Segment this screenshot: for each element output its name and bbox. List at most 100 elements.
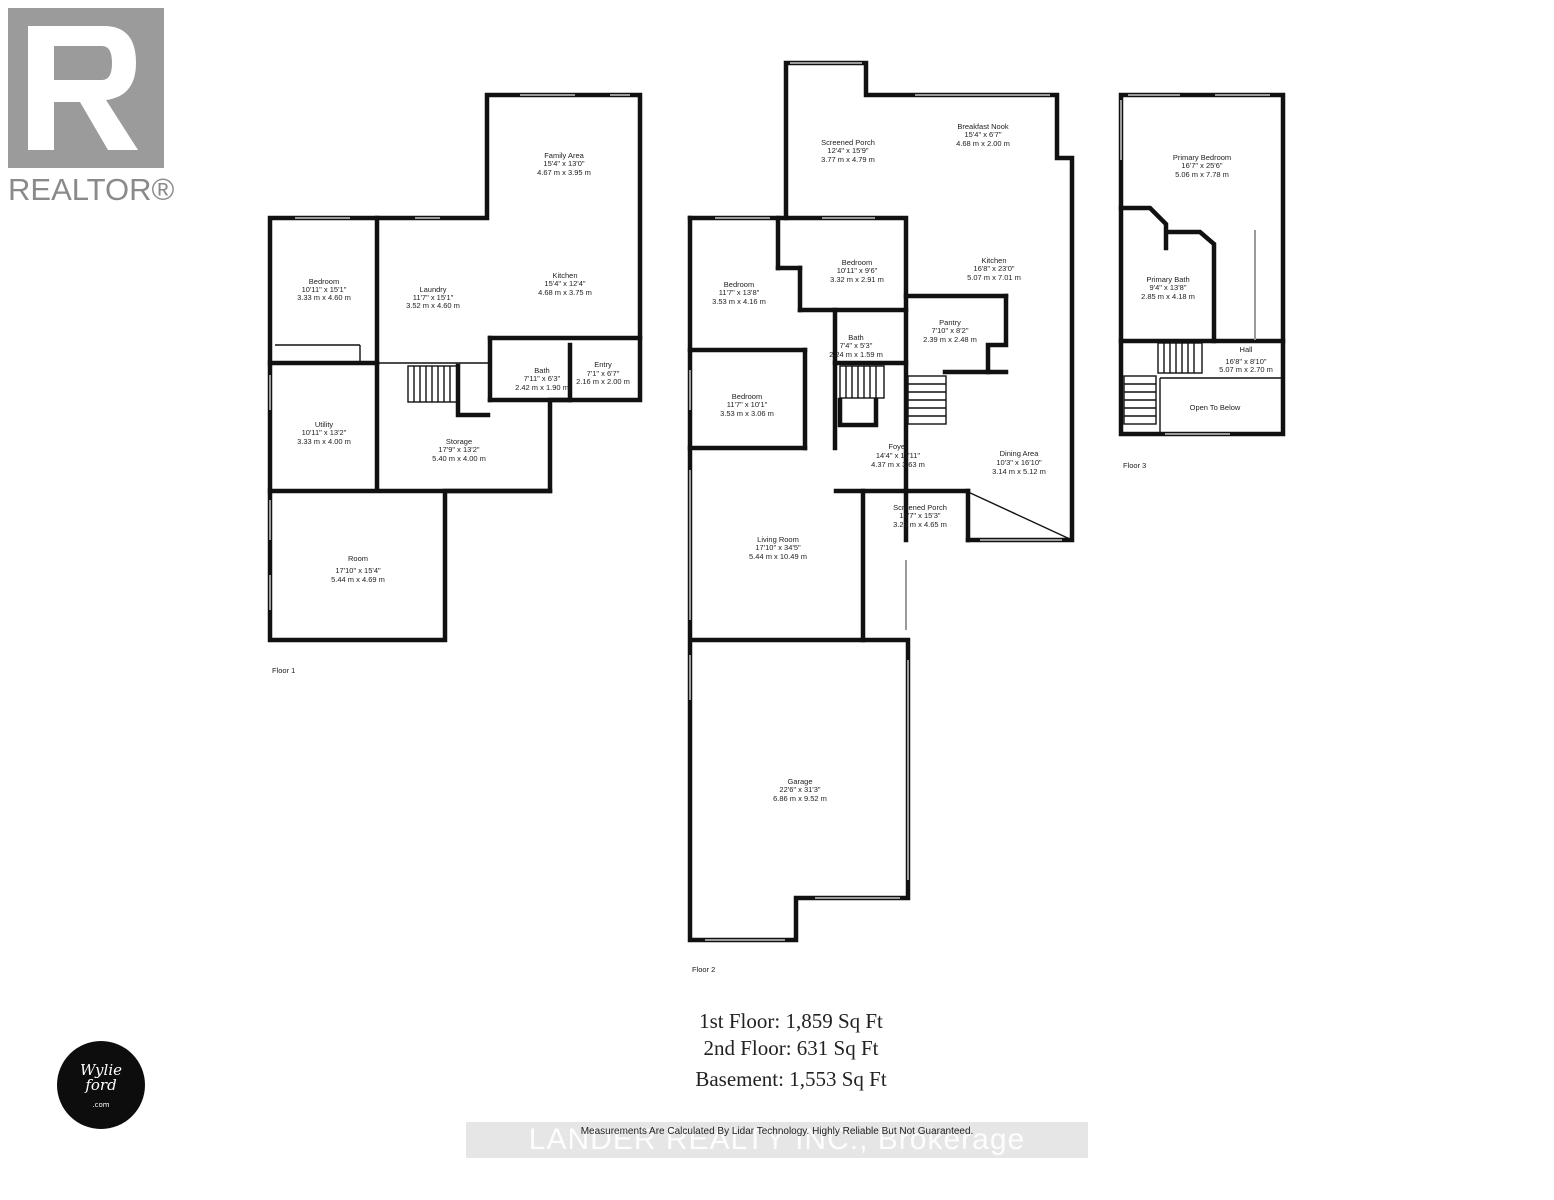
realtor-wordmark: REALTOR® — [8, 172, 175, 207]
floor-3-windows — [1120, 94, 1270, 435]
svg-text:Family Area: Family Area — [544, 151, 584, 160]
svg-text:3.33 m x 4.60 m: 3.33 m x 4.60 m — [297, 293, 351, 302]
svg-text:5.06 m x 7.78 m: 5.06 m x 7.78 m — [1175, 170, 1229, 179]
svg-text:16'8" x 8'10": 16'8" x 8'10" — [1225, 357, 1266, 366]
measurement-disclaimer: Measurements Are Calculated By Lidar Tec… — [580, 1126, 974, 1137]
svg-text:2.24 m x 1.59 m: 2.24 m x 1.59 m — [829, 350, 883, 359]
svg-text:Screened Porch: Screened Porch — [821, 138, 875, 147]
floor-2-walls — [687, 60, 1075, 943]
room-label: Room 17'10" x 15'4"5.44 m x 4.69 m — [331, 554, 385, 584]
watermark-text: LANDER REALTY INC., Brokerage — [528, 1123, 1026, 1156]
logo-line-3: .com — [92, 1101, 110, 1109]
svg-text:3.23 m x 4.65 m: 3.23 m x 4.65 m — [893, 520, 947, 529]
svg-text:Bath: Bath — [848, 333, 863, 342]
svg-text:4.68 m x 2.00 m: 4.68 m x 2.00 m — [956, 139, 1010, 148]
basement-total: Basement: 1,553 Sq Ft — [695, 1067, 887, 1091]
logo-line-2: ford — [85, 1076, 117, 1094]
svg-text:3.53 m x 3.06 m: 3.53 m x 3.06 m — [720, 409, 774, 418]
first-floor-total: 1st Floor: 1,859 Sq Ft — [699, 1009, 883, 1033]
svg-text:Bath: Bath — [534, 366, 549, 375]
svg-text:Room: Room — [348, 554, 368, 563]
svg-text:Bedroom: Bedroom — [732, 392, 762, 401]
svg-text:17'10" x 15'4": 17'10" x 15'4" — [335, 566, 381, 575]
svg-text:10'11" x 9'6": 10'11" x 9'6" — [837, 266, 878, 275]
realtor-logo: REALTOR® — [8, 8, 175, 207]
second-floor-total: 2nd Floor: 631 Sq Ft — [703, 1036, 879, 1060]
floor-1-label: Floor 1 — [272, 666, 295, 675]
floor-1-windows — [269, 94, 630, 610]
brokerage-watermark: LANDER REALTY INC., Brokerage — [466, 1122, 1088, 1158]
floor-1-walls — [267, 92, 643, 643]
svg-text:7'10" x 8'2": 7'10" x 8'2" — [932, 326, 969, 335]
svg-text:9'4" x 13'8": 9'4" x 13'8" — [1150, 283, 1187, 292]
svg-text:Hall: Hall — [1240, 345, 1253, 354]
svg-text:Bedroom: Bedroom — [309, 277, 339, 286]
floor-1-stairs — [407, 363, 491, 418]
svg-text:Primary Bedroom: Primary Bedroom — [1173, 153, 1231, 162]
svg-text:22'6" x 31'3": 22'6" x 31'3" — [779, 785, 820, 794]
svg-text:14'4" x 11'11": 14'4" x 11'11" — [876, 451, 921, 460]
svg-text:3.77 m x 4.79 m: 3.77 m x 4.79 m — [821, 155, 875, 164]
svg-text:3.33 m x 4.00 m: 3.33 m x 4.00 m — [297, 437, 351, 446]
svg-text:5.40 m x 4.00 m: 5.40 m x 4.00 m — [432, 454, 486, 463]
svg-text:Bedroom: Bedroom — [842, 258, 872, 267]
svg-text:7'11" x 6'3": 7'11" x 6'3" — [524, 374, 561, 383]
floor-3-walls — [1118, 92, 1286, 437]
svg-text:4.37 m x 3.63 m: 4.37 m x 3.63 m — [871, 460, 925, 469]
svg-text:15'4" x 12'4": 15'4" x 12'4" — [544, 279, 585, 288]
floor-3-label: Floor 3 — [1123, 461, 1146, 470]
svg-text:3.52 m x 4.60 m: 3.52 m x 4.60 m — [406, 301, 460, 310]
svg-text:11'7" x 10'1": 11'7" x 10'1" — [727, 400, 768, 409]
svg-text:6.86 m x 9.52 m: 6.86 m x 9.52 m — [773, 794, 827, 803]
svg-text:10'11" x 15'1": 10'11" x 15'1" — [302, 285, 347, 294]
svg-text:Bedroom: Bedroom — [724, 280, 754, 289]
logo-line-1: Wylie — [79, 1061, 123, 1079]
svg-text:Kitchen: Kitchen — [981, 256, 1006, 265]
svg-text:2.85 m x 4.18 m: 2.85 m x 4.18 m — [1141, 292, 1195, 301]
svg-text:4.68 m x 3.75 m: 4.68 m x 3.75 m — [538, 288, 592, 297]
svg-text:12'4" x 15'9": 12'4" x 15'9" — [827, 146, 868, 155]
floor-3-stairs — [1123, 342, 1203, 425]
svg-text:Kitchen: Kitchen — [552, 271, 577, 280]
svg-text:7'4" x 5'3": 7'4" x 5'3" — [840, 341, 873, 350]
svg-text:5.44 m x 10.49 m: 5.44 m x 10.49 m — [749, 552, 807, 561]
svg-text:Garage: Garage — [787, 777, 812, 786]
svg-text:Storage: Storage — [446, 437, 472, 446]
svg-text:4.67 m x 3.95 m: 4.67 m x 3.95 m — [537, 168, 591, 177]
floor-2-stairs — [837, 365, 947, 428]
wylie-ford-logo-icon: Wylie ford .com — [57, 1041, 145, 1129]
svg-text:10'11" x 13'2": 10'11" x 13'2" — [302, 428, 347, 437]
svg-text:5.07 m x 7.01 m: 5.07 m x 7.01 m — [967, 273, 1021, 282]
svg-text:Foyer: Foyer — [888, 442, 908, 451]
svg-text:2.16 m x 2.00 m: 2.16 m x 2.00 m — [576, 377, 630, 386]
svg-text:16'7" x 25'6": 16'7" x 25'6" — [1181, 161, 1222, 170]
svg-text:Living Room: Living Room — [757, 535, 799, 544]
svg-text:Open To Below: Open To Below — [1190, 403, 1241, 412]
svg-text:Screened Porch: Screened Porch — [893, 503, 947, 512]
svg-text:Entry: Entry — [594, 360, 612, 369]
svg-text:Primary Bath: Primary Bath — [1146, 275, 1189, 284]
svg-text:5.44 m x 4.69 m: 5.44 m x 4.69 m — [331, 575, 385, 584]
svg-text:17'9" x 13'2": 17'9" x 13'2" — [438, 445, 479, 454]
svg-text:3.14 m x 5.12 m: 3.14 m x 5.12 m — [992, 467, 1046, 476]
